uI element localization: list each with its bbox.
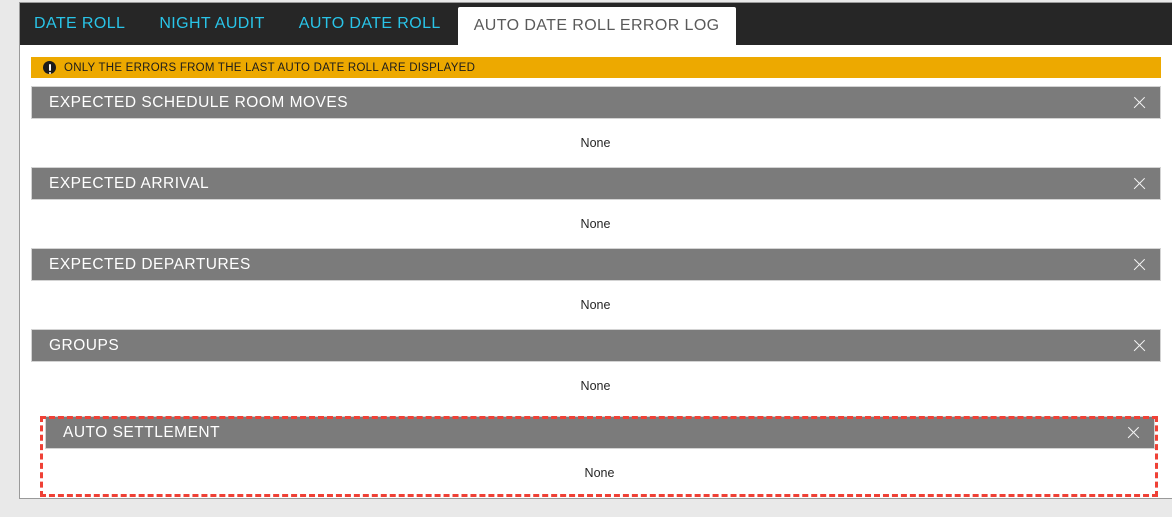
section-groups: GROUPS None bbox=[31, 329, 1161, 410]
section-expected-schedule-room-moves: EXPECTED SCHEDULE ROOM MOVES None bbox=[31, 86, 1161, 167]
close-icon[interactable] bbox=[1131, 337, 1148, 354]
section-title: GROUPS bbox=[49, 336, 120, 354]
close-icon[interactable] bbox=[1131, 175, 1148, 192]
exclamation-circle-icon bbox=[43, 61, 56, 74]
section-title: EXPECTED DEPARTURES bbox=[49, 255, 251, 273]
section-auto-settlement: AUTO SETTLEMENT None bbox=[31, 416, 1161, 497]
section-header[interactable]: GROUPS bbox=[31, 329, 1161, 362]
section-header[interactable]: EXPECTED DEPARTURES bbox=[31, 248, 1161, 281]
section-content: None bbox=[580, 298, 611, 312]
close-icon[interactable] bbox=[1131, 94, 1148, 111]
tab-night-audit[interactable]: NIGHT AUDIT bbox=[142, 3, 281, 45]
tab-label: AUTO DATE ROLL bbox=[298, 15, 441, 32]
section-body: None bbox=[45, 449, 1155, 497]
section-expected-arrival: EXPECTED ARRIVAL None bbox=[31, 167, 1161, 248]
info-banner: ONLY THE ERRORS FROM THE LAST AUTO DATE … bbox=[31, 57, 1161, 78]
auto-date-roll-error-log-window: DATE ROLL NIGHT AUDIT AUTO DATE ROLL AUT… bbox=[19, 2, 1172, 499]
section-expected-departures: EXPECTED DEPARTURES None bbox=[31, 248, 1161, 329]
section-title: EXPECTED ARRIVAL bbox=[49, 174, 210, 192]
section-title: EXPECTED SCHEDULE ROOM MOVES bbox=[49, 93, 349, 111]
banner-text: ONLY THE ERRORS FROM THE LAST AUTO DATE … bbox=[64, 61, 476, 74]
banner-container: ONLY THE ERRORS FROM THE LAST AUTO DATE … bbox=[20, 45, 1172, 78]
close-icon[interactable] bbox=[1131, 256, 1148, 273]
error-log-panel: ONLY THE ERRORS FROM THE LAST AUTO DATE … bbox=[20, 45, 1172, 498]
section-content: None bbox=[584, 466, 615, 480]
sections-list: EXPECTED SCHEDULE ROOM MOVES None EXPECT… bbox=[20, 86, 1172, 497]
section-body: None bbox=[31, 281, 1161, 329]
section-header[interactable]: EXPECTED SCHEDULE ROOM MOVES bbox=[31, 86, 1161, 119]
tab-date-roll[interactable]: DATE ROLL bbox=[20, 3, 142, 45]
section-title: AUTO SETTLEMENT bbox=[63, 423, 221, 441]
section-body: None bbox=[31, 119, 1161, 167]
section-body: None bbox=[31, 362, 1161, 410]
section-header[interactable]: EXPECTED ARRIVAL bbox=[31, 167, 1161, 200]
section-content: None bbox=[580, 136, 611, 150]
tab-label: NIGHT AUDIT bbox=[159, 15, 265, 32]
section-body: None bbox=[31, 200, 1161, 248]
tab-auto-date-roll[interactable]: AUTO DATE ROLL bbox=[282, 3, 458, 45]
tab-label: DATE ROLL bbox=[34, 15, 126, 32]
section-content: None bbox=[580, 217, 611, 231]
tab-label: AUTO DATE ROLL ERROR LOG bbox=[473, 17, 720, 34]
close-icon[interactable] bbox=[1125, 424, 1142, 441]
section-content: None bbox=[580, 379, 611, 393]
tab-auto-date-roll-error-log[interactable]: AUTO DATE ROLL ERROR LOG bbox=[457, 7, 736, 45]
section-header[interactable]: AUTO SETTLEMENT bbox=[45, 416, 1155, 449]
tab-bar: DATE ROLL NIGHT AUDIT AUTO DATE ROLL AUT… bbox=[20, 3, 1172, 45]
